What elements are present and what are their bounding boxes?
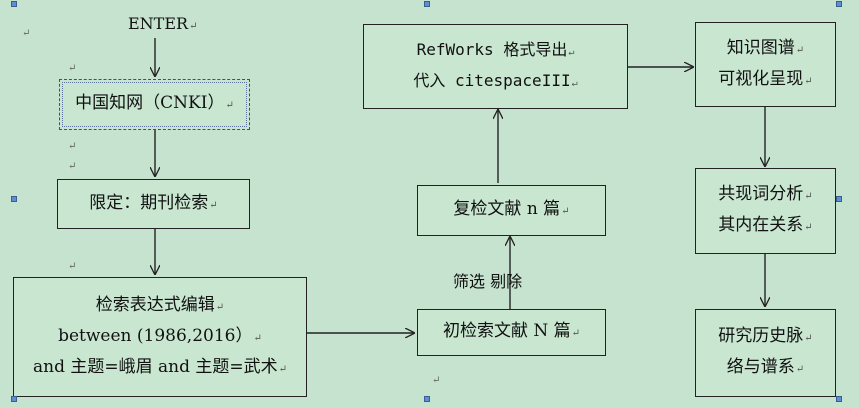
cooccurrence-box[interactable]: 共现词分析↵ 其内在关系↵ [695, 168, 836, 254]
paragraph-mark: ↵ [68, 141, 77, 152]
paragraph-mark: ↵ [68, 161, 77, 172]
enter-label: ENTER↵ [128, 14, 198, 33]
paragraph-mark: ↵ [68, 63, 77, 74]
paragraph-mark: ↵ [432, 375, 441, 386]
paragraph-mark: ↵ [22, 28, 31, 39]
selection-handle[interactable] [836, 1, 842, 7]
history-box[interactable]: 研究历史脉↵ 络与谱系↵ [695, 309, 836, 397]
initial-search-box[interactable]: 初检索文献 N 篇↵ [417, 309, 606, 356]
cnki-box[interactable]: 中国知网（CNKI）↵ [59, 79, 250, 130]
selection-handle[interactable] [11, 396, 17, 402]
export-box[interactable]: RefWorks 格式导出↵ 代入 citespaceIII↵ [363, 24, 628, 109]
selection-handle[interactable] [11, 1, 17, 7]
selection-handle[interactable] [836, 396, 842, 402]
selection-handle[interactable] [424, 396, 430, 402]
edge-label-filter: 筛选 剔除 [453, 272, 523, 291]
knowledge-map-box[interactable]: 知识图谱↵ 可视化呈现↵ [695, 22, 836, 107]
search-expression-box[interactable]: 检索表达式编辑↵ between (1986,2016）↵ and 主题=峨眉 … [13, 277, 307, 397]
selection-handle[interactable] [424, 1, 430, 7]
selection-handle[interactable] [11, 196, 17, 202]
selection-handle[interactable] [836, 196, 842, 202]
paragraph-mark: ↵ [68, 261, 77, 272]
limit-box[interactable]: 限定：期刊检索↵ [57, 179, 250, 229]
recheck-box[interactable]: 复检文献 n 篇↵ [417, 185, 606, 236]
